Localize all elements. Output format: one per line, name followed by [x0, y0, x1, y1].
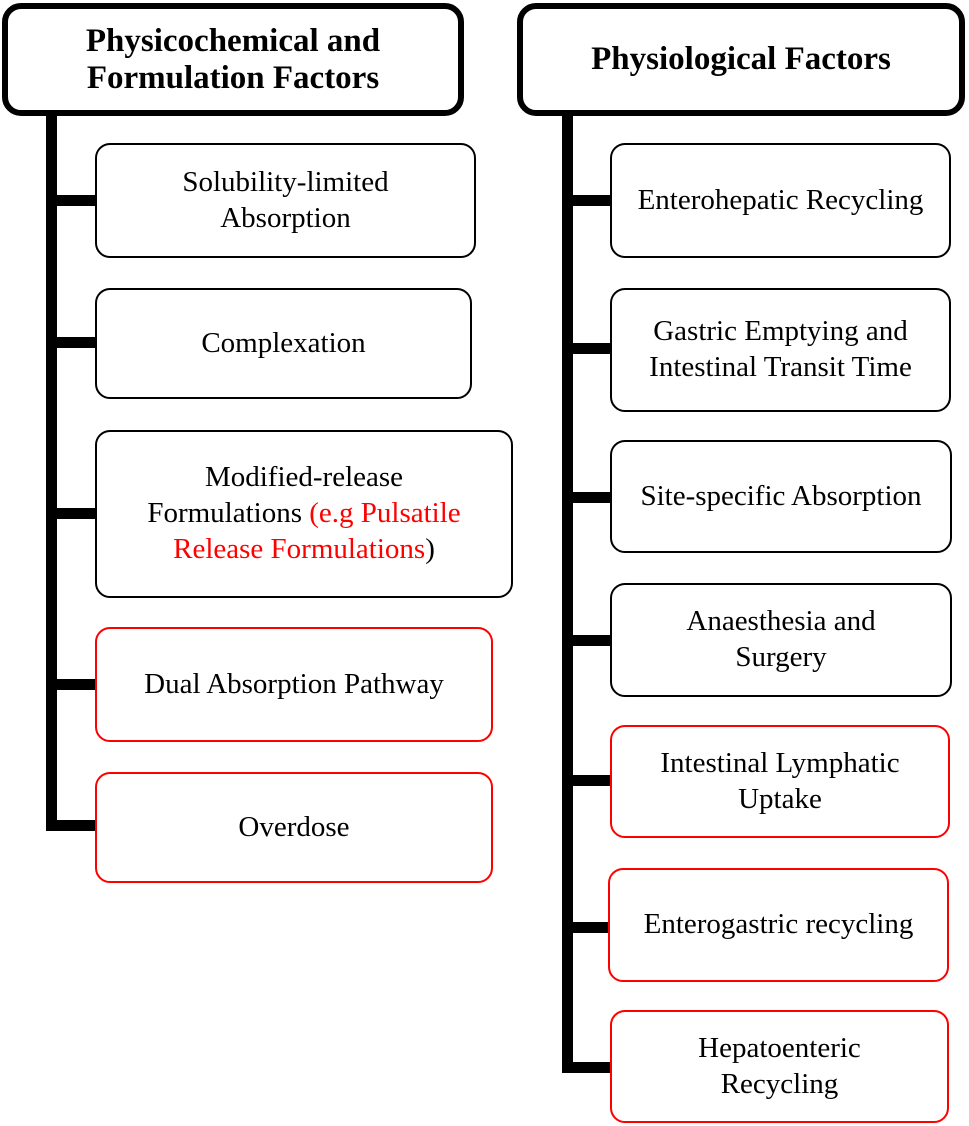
- node-enterogastric-recycling: Enterogastric recycling: [608, 868, 949, 982]
- node-anaesthesia-and-surgery: Anaesthesia and Surgery: [610, 583, 952, 697]
- connector-stub: [566, 343, 611, 354]
- left-trunk-line: [46, 114, 57, 831]
- connector-stub: [566, 1062, 611, 1073]
- node-site-specific-absorption: Site-specific Absorption: [610, 440, 952, 553]
- connector-stub: [50, 820, 96, 831]
- node-dual-absorption-pathway: Dual Absorption Pathway: [95, 627, 493, 742]
- connector-stub: [50, 337, 96, 348]
- node-enterohepatic-recycling: Enterohepatic Recycling: [610, 143, 951, 258]
- connector-stub: [50, 679, 96, 690]
- connector-stub: [566, 922, 611, 933]
- node-overdose: Overdose: [95, 772, 493, 883]
- node-hepatoenteric-recycling: Hepatoenteric Recycling: [610, 1010, 949, 1123]
- header-physicochemical-formulation-factors: Physicochemical and Formulation Factors: [2, 3, 464, 116]
- modified-release-black-segment: Modified-release Formulations: [147, 461, 404, 530]
- header-physiological-factors: Physiological Factors: [517, 3, 965, 116]
- right-trunk-line: [562, 114, 573, 1073]
- connector-stub: [566, 492, 611, 503]
- connector-stub: [50, 195, 96, 206]
- connector-stub: [50, 508, 96, 519]
- node-modified-release-text: Modified-release Formulations (e.g Pulsa…: [147, 460, 460, 568]
- node-intestinal-lymphatic-uptake: Intestinal Lymphatic Uptake: [610, 725, 950, 838]
- connector-stub: [566, 635, 611, 646]
- connector-stub: [566, 775, 611, 786]
- node-modified-release-formulations: Modified-release Formulations (e.g Pulsa…: [95, 430, 513, 598]
- node-complexation: Complexation: [95, 288, 472, 399]
- node-solubility-limited-absorption: Solubility-limited Absorption: [95, 143, 476, 258]
- connector-stub: [566, 195, 611, 206]
- modified-release-red-segment: (e.g Pulsatile Release Formulations: [173, 497, 461, 565]
- modified-release-close-paren: ): [425, 532, 435, 565]
- node-gastric-emptying-intestinal-transit-time: Gastric Emptying and Intestinal Transit …: [610, 288, 951, 412]
